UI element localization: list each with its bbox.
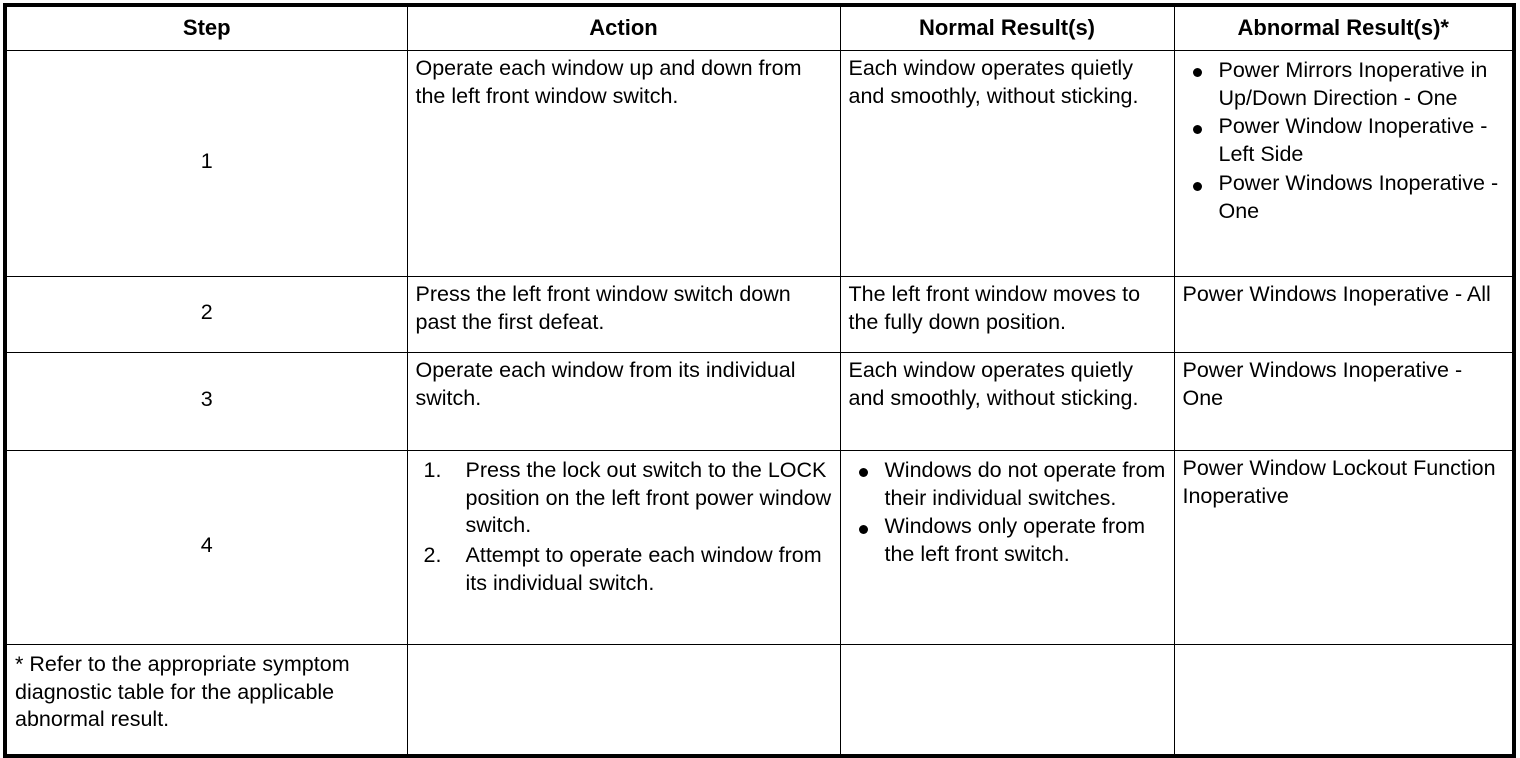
bullet-icon xyxy=(858,467,868,477)
list-item-label: Press the lock out switch to the LOCK po… xyxy=(465,457,832,538)
bullet-icon xyxy=(1192,67,1202,77)
diagnostic-procedure-table: Step Action Normal Result(s) Abnormal Re… xyxy=(3,3,1516,758)
normal-result-cell: The left front window moves to the fully… xyxy=(839,275,1175,353)
list-item-label: Windows only operate from the left front… xyxy=(884,514,1146,567)
column-header-step: Step xyxy=(4,4,408,51)
column-header-normal-results: Normal Result(s) xyxy=(839,4,1175,51)
column-header-abnormal-results: Abnormal Result(s)* xyxy=(1173,4,1515,51)
abnormal-result-cell: Power Windows Inoperative - All xyxy=(1173,275,1515,353)
table-row: 2 Press the left front window switch dow… xyxy=(4,275,1515,353)
table-footnote-row: * Refer to the appropriate symptom diagn… xyxy=(4,643,1515,757)
normal-result-text: Each window operates quietly and smoothl… xyxy=(848,357,1139,410)
footnote-empty-cell-action xyxy=(406,643,841,757)
abnormal-result-cell: Power Windows Inoperative - One xyxy=(1173,351,1515,451)
abnormal-result-list: Power Mirrors Inoperative in Up/Down Dir… xyxy=(1183,57,1505,227)
normal-result-cell: Each window operates quietly and smoothl… xyxy=(839,49,1175,277)
list-item: 1. Press the lock out switch to the LOCK… xyxy=(416,457,832,541)
list-item-number: 2. xyxy=(423,543,442,568)
column-header-action: Action xyxy=(406,4,841,51)
normal-result-cell: Windows do not operate from their indivi… xyxy=(839,449,1175,645)
list-item-label: Windows do not operate from their indivi… xyxy=(884,457,1166,510)
footnote-cell: * Refer to the appropriate symptom diagn… xyxy=(4,643,408,757)
normal-result-text: The left front window moves to the fully… xyxy=(848,281,1141,334)
action-cell: Press the left front window switch down … xyxy=(406,275,841,353)
bullet-icon xyxy=(858,524,868,534)
list-item-label: Power Window Inoperative - Left Side xyxy=(1218,114,1488,167)
bullet-icon xyxy=(1192,181,1202,191)
table-row: 4 1. Press the lock out switch to the LO… xyxy=(4,449,1515,645)
action-cell: 1. Press the lock out switch to the LOCK… xyxy=(406,449,841,645)
list-item-label: Power Windows Inoperative - One xyxy=(1218,171,1499,224)
step-number: 4 xyxy=(4,449,408,645)
list-item: Power Windows Inoperative - One xyxy=(1183,170,1505,226)
list-item-number: 1. xyxy=(423,457,442,482)
action-cell: Operate each window from its individual … xyxy=(406,351,841,451)
footnote-empty-cell-normal xyxy=(839,643,1175,757)
abnormal-result-cell: Power Window Lockout Function Inoperativ… xyxy=(1173,449,1515,645)
list-item: Power Mirrors Inoperative in Up/Down Dir… xyxy=(1183,57,1505,113)
normal-result-list: Windows do not operate from their indivi… xyxy=(849,457,1166,570)
action-text: Operate each window up and down from the… xyxy=(415,55,802,108)
action-text: Operate each window from its individual … xyxy=(415,357,796,410)
action-text: Press the left front window switch down … xyxy=(415,281,791,334)
abnormal-result-text: Power Windows Inoperative - One xyxy=(1182,357,1463,410)
list-item: Power Window Inoperative - Left Side xyxy=(1183,113,1505,169)
abnormal-result-text: Power Window Lockout Function Inoperativ… xyxy=(1182,455,1496,508)
normal-result-cell: Each window operates quietly and smoothl… xyxy=(839,351,1175,451)
action-steps-list: 1. Press the lock out switch to the LOCK… xyxy=(416,457,832,599)
step-number: 1 xyxy=(4,49,408,277)
step-number: 2 xyxy=(4,275,408,353)
list-item: Windows only operate from the left front… xyxy=(849,513,1166,569)
list-item-label: Power Mirrors Inoperative in Up/Down Dir… xyxy=(1218,57,1488,110)
table-row: 1 Operate each window up and down from t… xyxy=(4,49,1515,277)
list-item: Windows do not operate from their indivi… xyxy=(849,457,1166,513)
table-row: 3 Operate each window from its individua… xyxy=(4,351,1515,451)
bullet-icon xyxy=(1192,124,1202,134)
table-header-row: Step Action Normal Result(s) Abnormal Re… xyxy=(4,4,1515,51)
list-item-label: Attempt to operate each window from its … xyxy=(465,543,822,596)
step-number: 3 xyxy=(4,351,408,451)
list-item: 2. Attempt to operate each window from i… xyxy=(416,542,832,598)
action-cell: Operate each window up and down from the… xyxy=(406,49,841,277)
footnote-text: * Refer to the appropriate symptom diagn… xyxy=(15,651,350,732)
abnormal-result-cell: Power Mirrors Inoperative in Up/Down Dir… xyxy=(1173,49,1515,277)
abnormal-result-text: Power Windows Inoperative - All xyxy=(1182,281,1491,306)
footnote-empty-cell-abnormal xyxy=(1173,643,1515,757)
normal-result-text: Each window operates quietly and smoothl… xyxy=(848,55,1139,108)
